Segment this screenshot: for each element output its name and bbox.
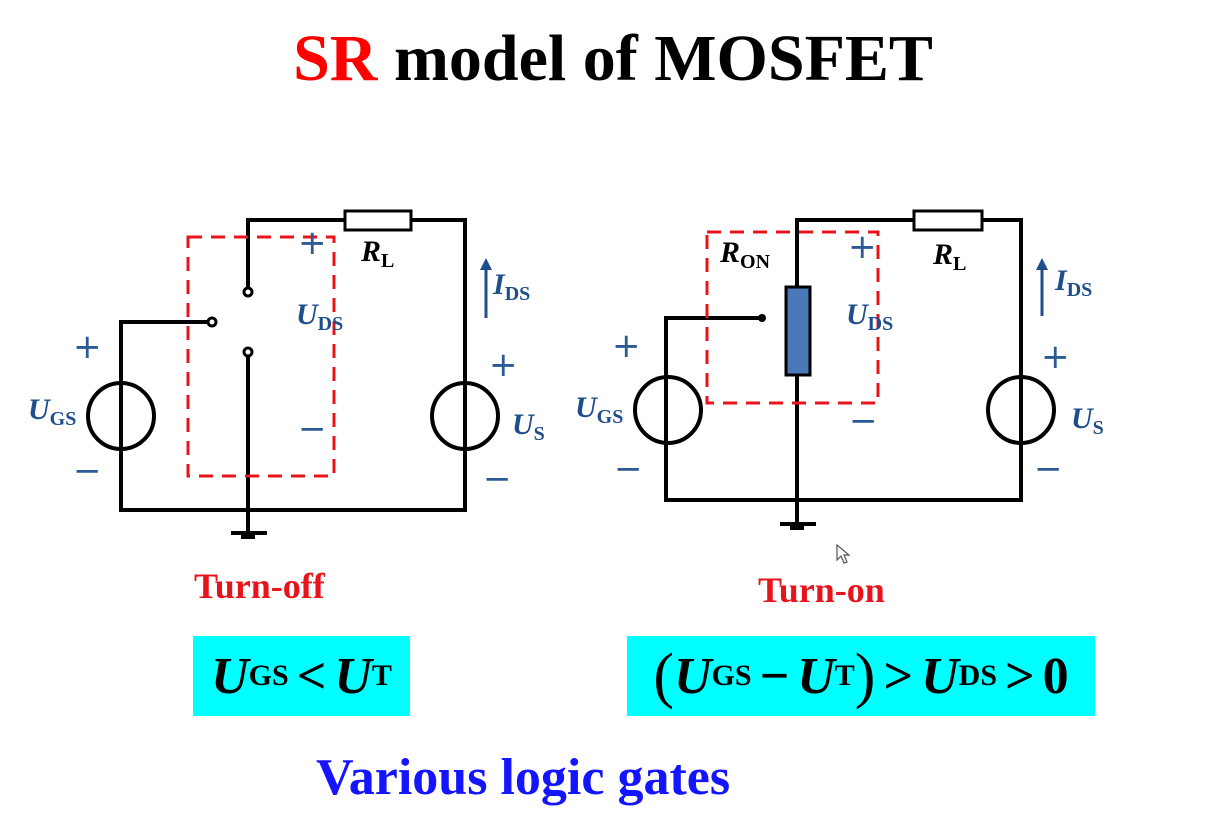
cond-lparen: ( — [653, 641, 674, 710]
us-main: U — [1071, 402, 1093, 435]
cond-ugs-main: U — [211, 647, 249, 705]
ron-resistor — [784, 285, 812, 377]
cond-ugs-sub: GS — [248, 659, 289, 692]
rl-label: RL — [933, 238, 967, 275]
ugs-source — [86, 381, 156, 451]
ids-arrow-icon — [480, 258, 492, 318]
cond-rparen: ) — [854, 641, 876, 710]
cond-ut-main: U — [334, 647, 372, 705]
us-source — [430, 381, 500, 451]
load-resistor — [912, 209, 984, 232]
us-plus-sign: + — [1041, 337, 1070, 377]
ground-icon — [231, 531, 267, 539]
drain-terminal — [242, 286, 254, 298]
gate-terminal — [758, 314, 766, 322]
cond-ut-sub: T — [371, 659, 392, 692]
ron-main: R — [720, 236, 741, 269]
ugs-sub: GS — [596, 406, 624, 428]
ugs-sub: GS — [49, 408, 77, 430]
cond-gt-2: > — [1005, 647, 1035, 705]
top-wire — [664, 218, 1023, 502]
turn-off-circuit — [86, 209, 500, 539]
rl-main: R — [361, 235, 382, 268]
load-resistor — [343, 209, 413, 232]
turn-on-caption: Turn-on — [758, 570, 885, 610]
mosfet-boundary — [186, 235, 336, 478]
turn-on-circuit — [633, 209, 1056, 530]
uds-main: U — [296, 298, 318, 331]
uds-sub: DS — [317, 313, 344, 335]
us-source — [986, 375, 1056, 445]
uds-plus-sign: + — [298, 223, 327, 263]
ids-sub: DS — [1066, 279, 1093, 301]
ugs-main: U — [575, 391, 597, 424]
ground-icon — [780, 522, 816, 530]
mosfet-boundary — [705, 230, 880, 405]
us-sub: S — [533, 423, 545, 445]
us-sub: S — [1092, 417, 1104, 439]
rl-main: R — [933, 238, 954, 271]
uds-minus-sign: − — [849, 401, 878, 441]
ugs-source — [633, 375, 703, 445]
ids-label: IDS — [1055, 264, 1093, 301]
us-plus-sign: + — [489, 345, 518, 385]
ids-main: I — [1055, 264, 1067, 297]
us-main: U — [512, 408, 534, 441]
turn-off-caption: Turn-off — [194, 566, 325, 606]
cond-zero: 0 — [1042, 647, 1069, 705]
slide-title: SR model of MOSFET — [0, 26, 1226, 92]
us-minus-sign: − — [1034, 449, 1063, 489]
ugs-minus-sign: − — [614, 449, 643, 489]
cond-gt-1: > — [883, 647, 914, 705]
ugs-label: UGS — [28, 393, 77, 430]
cond-uds-main: U — [921, 647, 959, 705]
cond-ut-sub: T — [834, 659, 855, 692]
top-wire — [119, 218, 467, 512]
cond-uds-sub: DS — [958, 659, 998, 692]
uds-main: U — [846, 298, 868, 331]
title-rest: model of MOSFET — [377, 22, 933, 95]
us-minus-sign: − — [483, 459, 512, 499]
ron-sub: ON — [740, 251, 771, 273]
us-label: US — [1071, 402, 1104, 439]
ids-main: I — [493, 268, 505, 301]
ids-label: IDS — [493, 268, 531, 305]
ugs-plus-sign: + — [612, 326, 641, 366]
rl-label: RL — [361, 235, 395, 272]
ugs-label: UGS — [575, 391, 624, 428]
uds-minus-sign: − — [298, 409, 327, 449]
cond-ugs-sub: GS — [711, 659, 752, 692]
ids-arrow-icon — [1036, 258, 1048, 316]
ron-label: RON — [720, 236, 771, 273]
uds-sub: DS — [867, 313, 894, 335]
footer-heading: Various logic gates — [316, 749, 731, 806]
ugs-main: U — [28, 393, 50, 426]
uds-plus-sign: + — [848, 227, 877, 267]
ids-sub: DS — [504, 283, 531, 305]
rl-sub: L — [953, 253, 967, 275]
mouse-cursor-icon — [836, 544, 851, 564]
ugs-minus-sign: − — [73, 451, 102, 491]
source-terminal — [242, 346, 254, 358]
us-label: US — [512, 408, 545, 445]
title-accent: SR — [293, 22, 378, 95]
cond-ut-main: U — [797, 647, 835, 705]
cond-ugs-main: U — [673, 647, 712, 705]
ugs-plus-sign: + — [73, 327, 102, 367]
rl-sub: L — [381, 250, 395, 272]
uds-label: UDS — [846, 298, 894, 335]
gate-terminal — [206, 316, 218, 328]
cond-minus: − — [759, 647, 790, 705]
cond-lt: < — [296, 647, 327, 705]
uds-label: UDS — [296, 298, 344, 335]
